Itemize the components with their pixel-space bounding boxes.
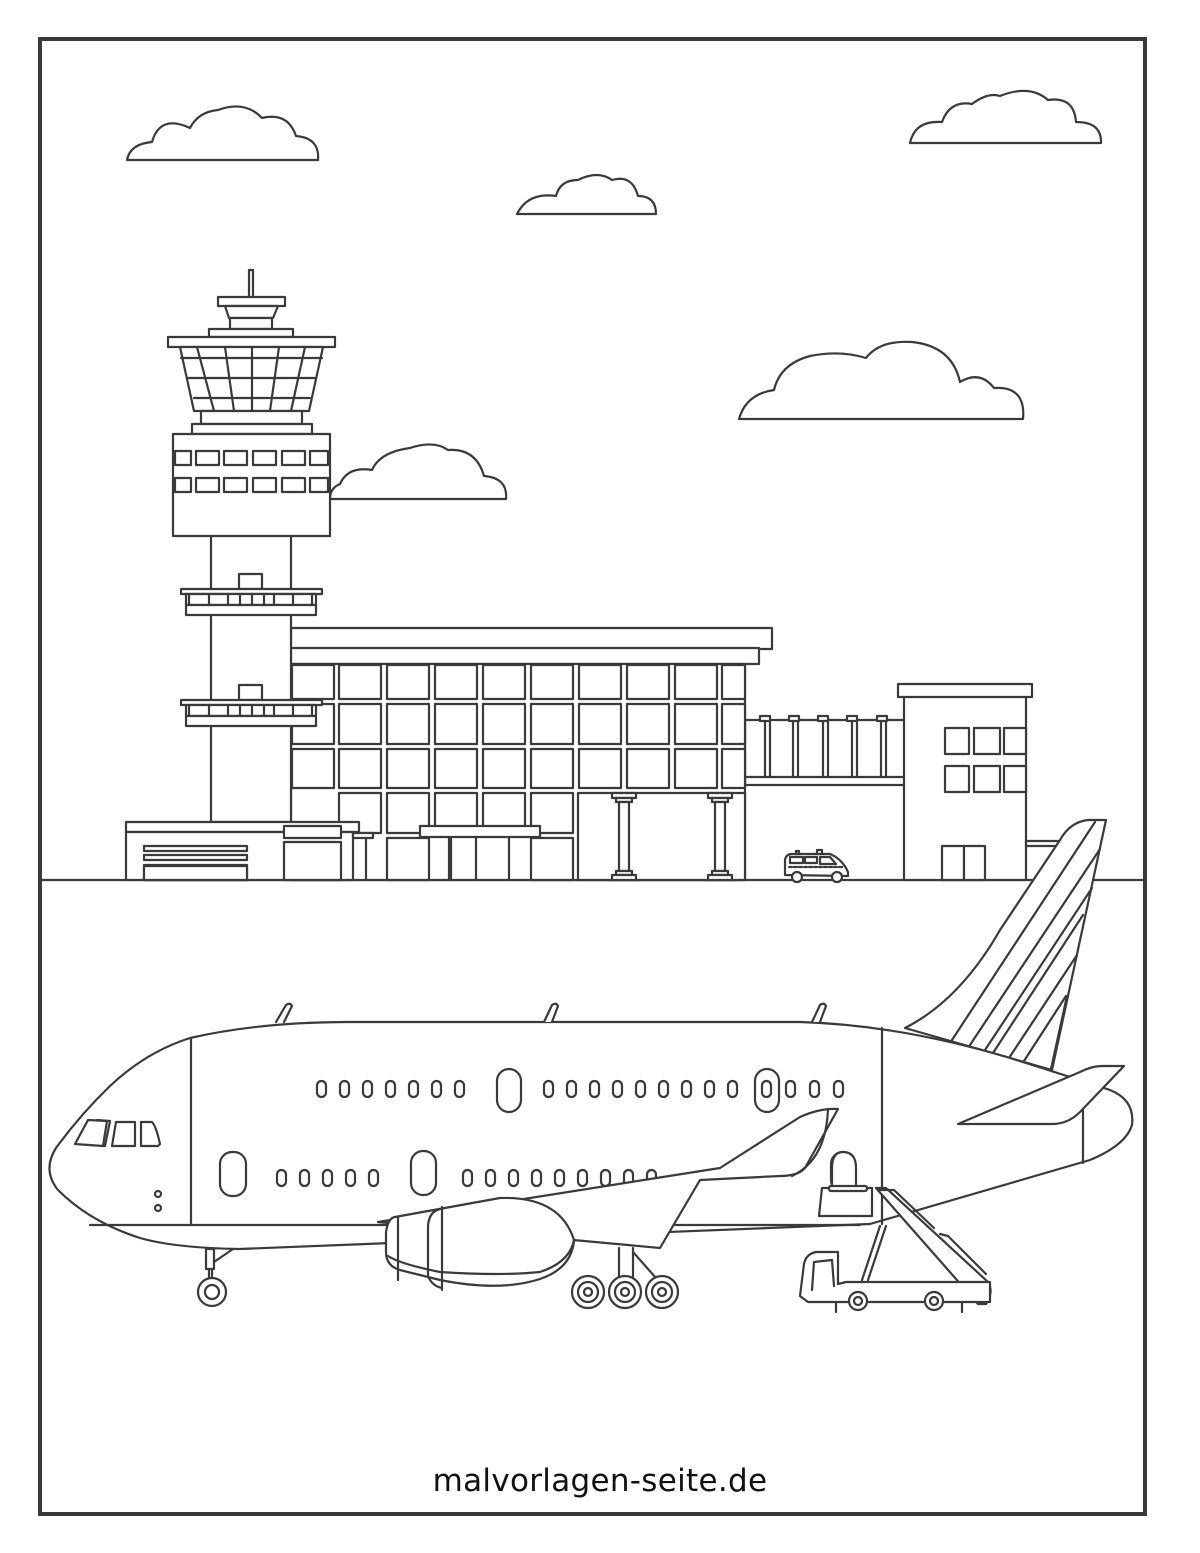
- cloud-icon: [125, 105, 320, 162]
- pillar: [706, 791, 734, 882]
- window-row-upper: [315, 1079, 845, 1099]
- low-building-doors: [142, 864, 249, 882]
- door: [495, 1067, 523, 1114]
- stabilizer: [956, 1064, 1126, 1126]
- main-gear: [570, 1246, 680, 1310]
- door: [218, 1150, 248, 1198]
- nose-gear: [196, 1247, 235, 1308]
- page-frame: [38, 37, 1147, 1516]
- website-watermark: malvorlagen-seite.de: [432, 1463, 768, 1499]
- terminal-windows: [290, 663, 747, 882]
- window-row-lower: [275, 1168, 658, 1188]
- stair-truck: [798, 1150, 992, 1314]
- control-tower: [166, 268, 337, 824]
- cloud-icon: [908, 89, 1103, 145]
- cloud-icon: [737, 340, 1025, 421]
- cloud-icon: [328, 443, 508, 501]
- van: [783, 848, 850, 884]
- engine: [384, 1196, 576, 1292]
- pillar: [610, 791, 638, 882]
- passenger-bridge: [743, 714, 907, 787]
- terminal-building: [289, 626, 774, 882]
- tail-stripes: [950, 820, 1102, 1071]
- entrance-canopy: [418, 824, 542, 839]
- office-building: [896, 682, 1068, 882]
- cloud-icon: [515, 173, 658, 216]
- door: [409, 1149, 438, 1197]
- airplane: [48, 818, 1134, 1310]
